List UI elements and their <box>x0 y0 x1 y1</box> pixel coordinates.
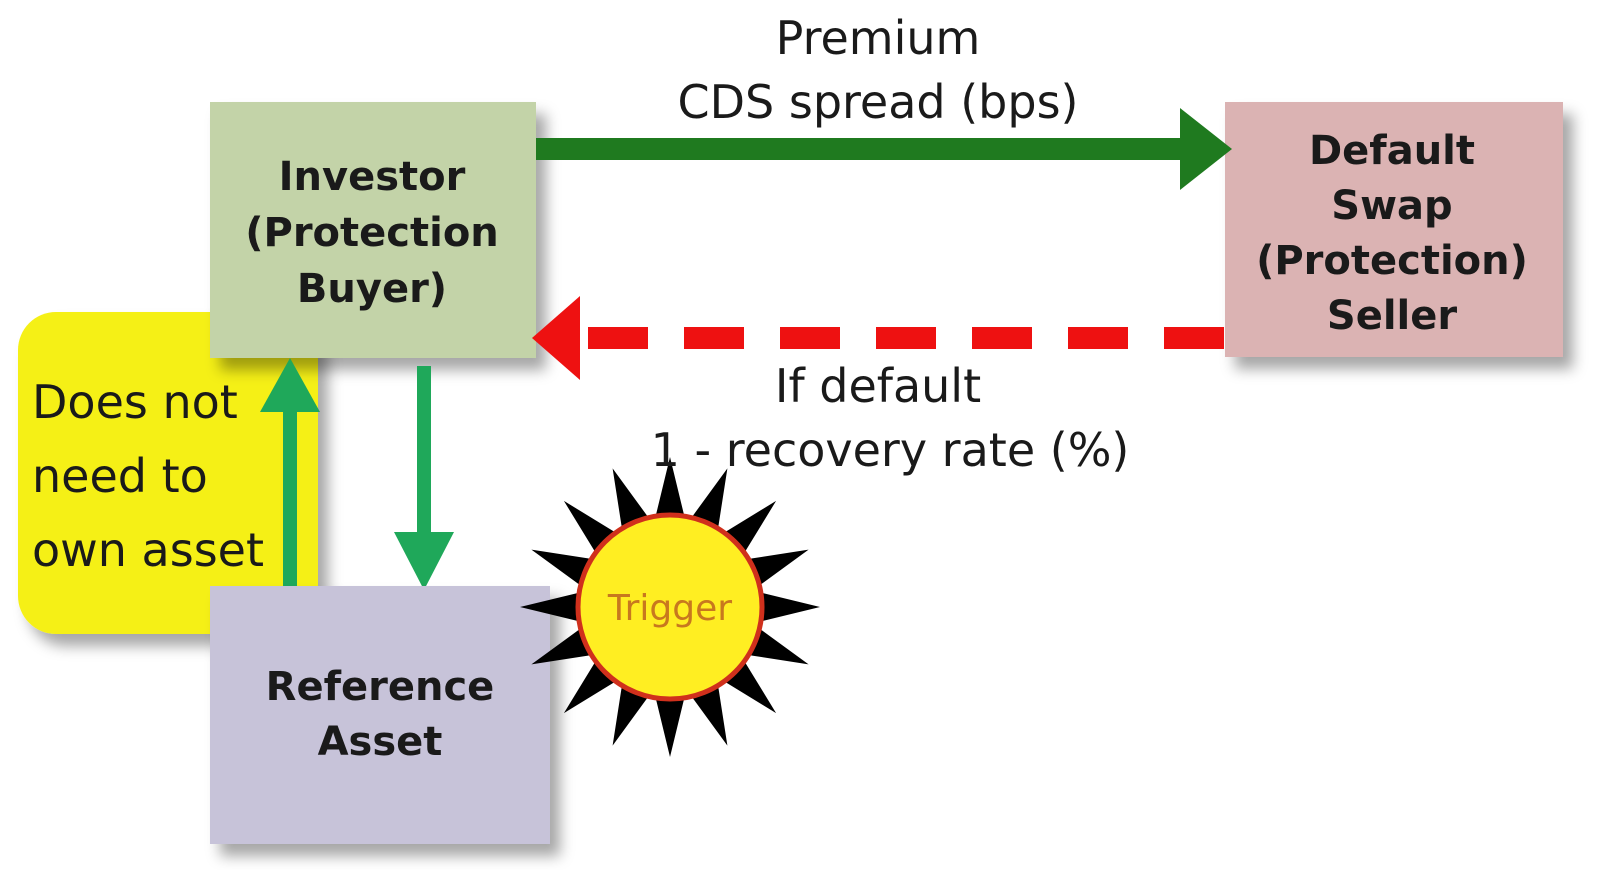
seller-box: Default Swap (Protection) Seller <box>1225 102 1563 357</box>
default-sublabel: 1 - recovery rate (%) <box>651 423 1130 477</box>
seller-line-2: Swap <box>1331 183 1452 229</box>
premium-arrow-head <box>1180 108 1232 190</box>
note-box: Does not need to own asset <box>18 312 318 634</box>
reference-asset-box-bg <box>210 586 550 844</box>
down-link-shaft <box>417 366 431 540</box>
note-line-2: need to <box>32 449 208 503</box>
seller-line-1: Default <box>1309 128 1475 174</box>
investor-box: Investor (Protection Buyer) <box>210 102 536 358</box>
note-line-3: own asset <box>32 523 264 577</box>
investor-line-3: Buyer) <box>297 266 447 312</box>
note-line-1: Does not <box>32 375 238 429</box>
trigger-burst: Trigger <box>520 457 820 757</box>
reference-asset-box: Reference Asset <box>210 586 550 844</box>
trigger-circle <box>575 512 765 702</box>
down-link-head <box>394 532 454 590</box>
premium-arrow <box>536 108 1232 190</box>
default-label: If default <box>775 359 981 413</box>
up-link-arrow <box>260 358 320 586</box>
up-link-shaft <box>283 400 297 586</box>
investor-box-bg <box>210 102 536 358</box>
trigger-label: Trigger <box>607 588 732 629</box>
seller-line-4: Seller <box>1327 293 1457 339</box>
investor-line-1: Investor <box>279 154 466 200</box>
reference-asset-line-1: Reference <box>266 664 495 710</box>
premium-arrow-shaft <box>536 138 1188 160</box>
down-link-arrow <box>394 366 454 590</box>
investor-line-2: (Protection <box>245 210 499 256</box>
default-arrow-head <box>532 296 580 380</box>
premium-sublabel: CDS spread (bps) <box>678 75 1079 129</box>
premium-label: Premium <box>776 11 981 65</box>
default-arrow <box>532 296 1224 380</box>
reference-asset-line-2: Asset <box>318 719 443 765</box>
up-link-head <box>260 358 320 412</box>
seller-box-bg <box>1225 102 1563 357</box>
seller-line-3: (Protection) <box>1256 238 1528 284</box>
note-box-bg <box>18 312 318 634</box>
